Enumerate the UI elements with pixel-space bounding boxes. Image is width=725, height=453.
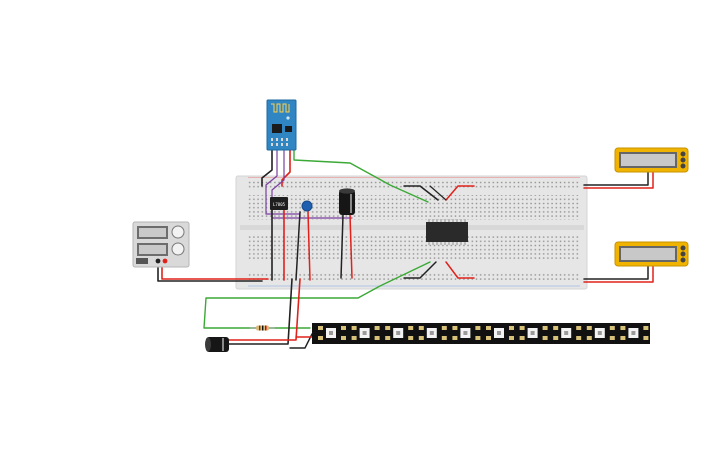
ic-pin bbox=[452, 219, 454, 222]
ic-pin bbox=[464, 242, 466, 245]
rgb-led-strip-icon bbox=[312, 323, 650, 344]
led-pixel bbox=[620, 326, 649, 340]
ic-pin bbox=[440, 242, 442, 245]
led-pixel bbox=[318, 326, 346, 340]
multimeter-top bbox=[614, 147, 689, 173]
led-pixel bbox=[418, 326, 447, 340]
wire-esp-red bbox=[281, 149, 291, 187]
ic-pin bbox=[444, 242, 446, 245]
electrolytic-capacitor-icon bbox=[339, 188, 355, 215]
logic-level-shifter-ic-icon bbox=[426, 219, 468, 245]
ic-pin bbox=[432, 219, 434, 222]
ic-pin bbox=[456, 242, 458, 245]
ic-pin bbox=[460, 219, 462, 222]
ceramic-capacitor-icon bbox=[301, 200, 313, 212]
led-pixel bbox=[519, 326, 548, 340]
ic-pin bbox=[436, 242, 438, 245]
led-pixel bbox=[351, 326, 380, 340]
ic-pin bbox=[452, 242, 454, 245]
wire-esp-purple-b bbox=[271, 149, 353, 219]
led-pixel bbox=[553, 326, 582, 340]
resistor-icon bbox=[250, 325, 275, 331]
ic-pin bbox=[448, 242, 450, 245]
esp-wifi-module-icon bbox=[266, 99, 297, 151]
ic-pin bbox=[460, 242, 462, 245]
wires bbox=[157, 149, 654, 349]
ic-pin bbox=[440, 219, 442, 222]
led-pixel bbox=[385, 326, 414, 340]
ic-pin bbox=[444, 219, 446, 222]
ic-pin bbox=[464, 219, 466, 222]
wire-esp-black bbox=[261, 149, 273, 187]
ic-pin bbox=[428, 219, 430, 222]
led-pixel bbox=[586, 326, 615, 340]
wire-psu-black bbox=[157, 261, 263, 282]
ic-pin bbox=[456, 219, 458, 222]
ic-pin bbox=[448, 219, 450, 222]
led-pixel bbox=[452, 326, 481, 340]
regulator-label: L7805 bbox=[273, 202, 286, 207]
wire-esp-purple-a bbox=[265, 149, 301, 215]
voltage-regulator: L7805 bbox=[270, 197, 288, 210]
wire-data-green bbox=[203, 261, 431, 329]
dc-barrel-jack-icon bbox=[205, 337, 229, 352]
bench-power-supply-icon bbox=[132, 221, 190, 268]
wire-psu-red bbox=[161, 261, 269, 280]
ic-pin bbox=[436, 219, 438, 222]
multimeter-bottom bbox=[614, 241, 689, 267]
ic-pin bbox=[432, 242, 434, 245]
ic-pin bbox=[428, 242, 430, 245]
led-pixel bbox=[486, 326, 514, 340]
breadboard bbox=[235, 175, 588, 290]
wire-esp-green bbox=[293, 149, 429, 203]
